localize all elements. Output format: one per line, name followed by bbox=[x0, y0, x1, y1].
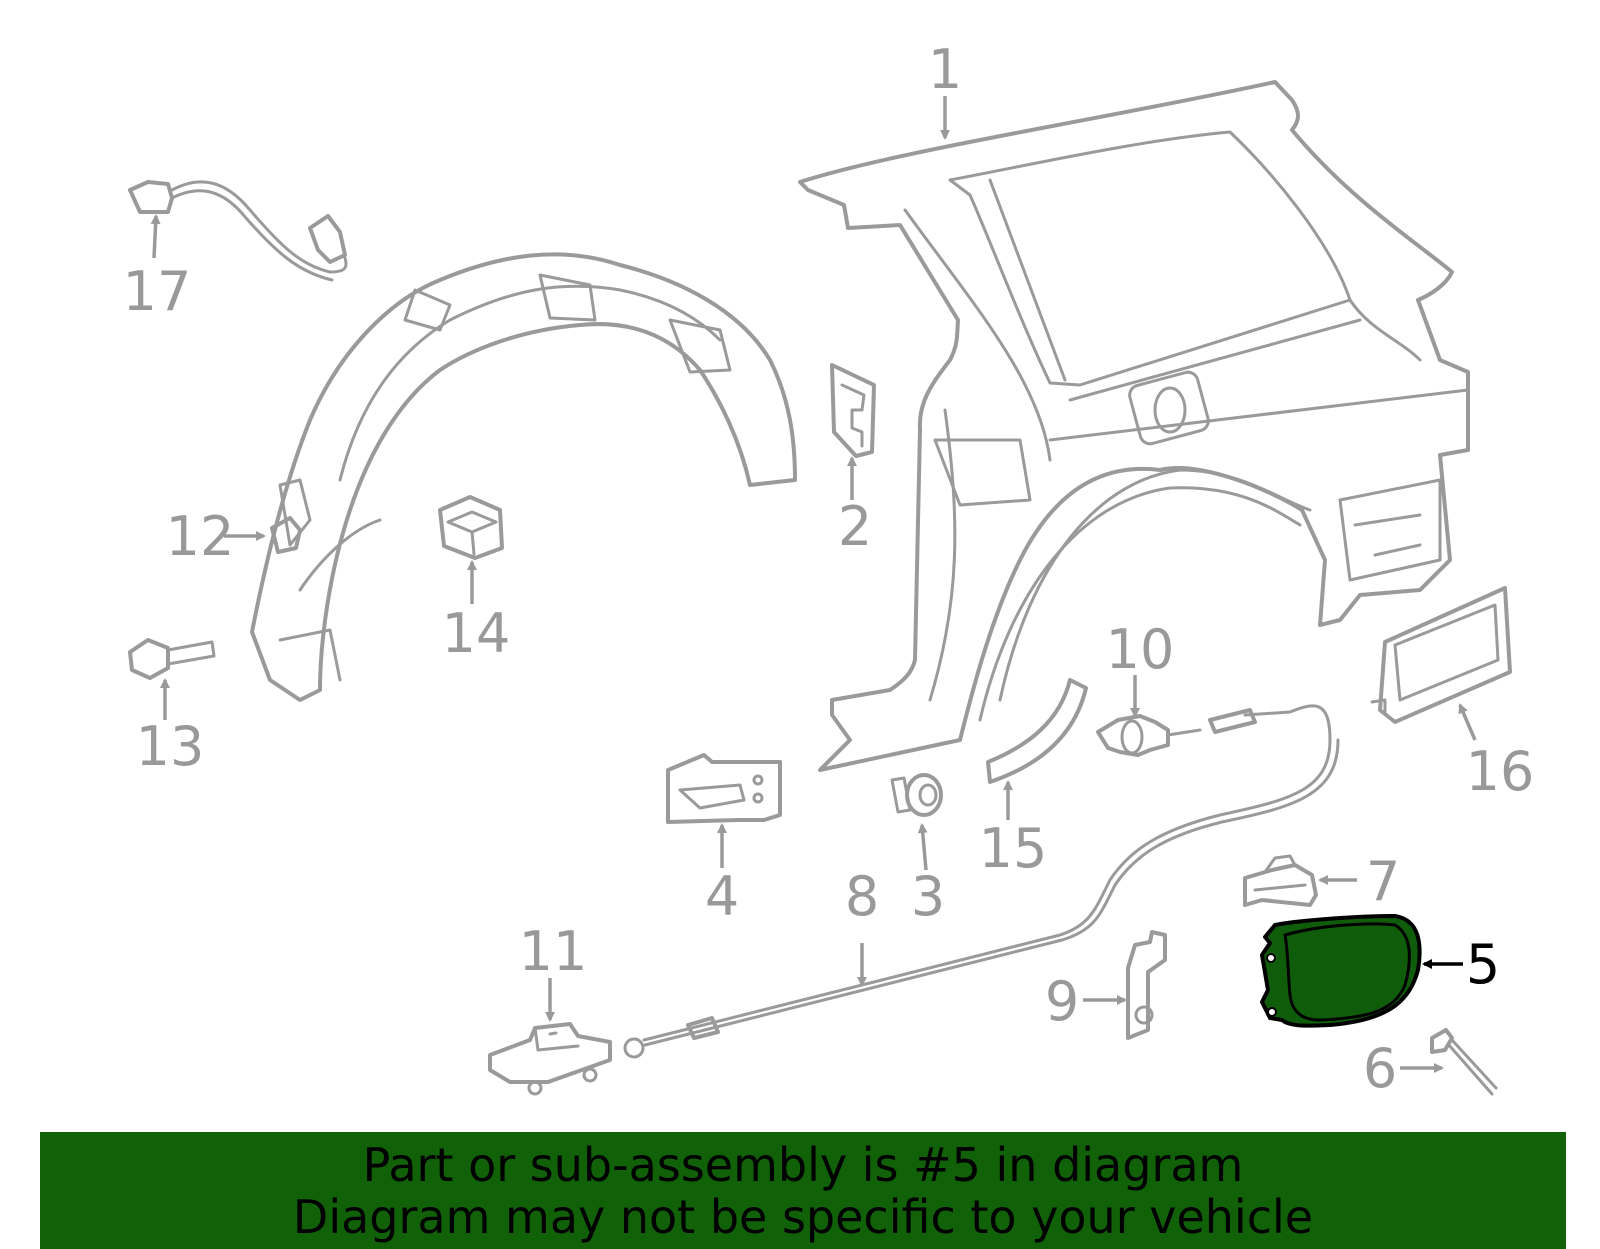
fuel-door-part-5[interactable] bbox=[1260, 914, 1422, 1028]
fender-liner-part bbox=[250, 252, 797, 702]
grommet-part-3 bbox=[890, 773, 943, 817]
hinge-bracket-part-4 bbox=[666, 753, 782, 824]
callout-17: 17 bbox=[123, 260, 192, 323]
banner-line-1: Part or sub-assembly is #5 in diagram bbox=[362, 1137, 1244, 1192]
callout-3: 3 bbox=[911, 865, 945, 928]
callout-8: 8 bbox=[845, 865, 879, 928]
callout-arrow-16 bbox=[1458, 703, 1477, 741]
screw-part-13 bbox=[128, 638, 216, 680]
callout-arrow-17 bbox=[150, 214, 161, 259]
callout-11: 11 bbox=[519, 920, 588, 983]
banner-line-2: Diagram may not be specific to your vehi… bbox=[292, 1189, 1314, 1244]
callout-arrow-3 bbox=[917, 823, 928, 871]
callout-12: 12 bbox=[166, 505, 235, 568]
callout-15: 15 bbox=[979, 817, 1048, 880]
callout-6: 6 bbox=[1363, 1037, 1397, 1100]
callout-2: 2 bbox=[838, 495, 872, 558]
clip-part-7 bbox=[1243, 854, 1318, 907]
callout-14: 14 bbox=[442, 602, 511, 665]
opener-part-11 bbox=[488, 1022, 612, 1096]
cap-part-14 bbox=[438, 495, 504, 560]
wire-harness-part-17 bbox=[128, 180, 348, 282]
callout-9: 9 bbox=[1045, 970, 1079, 1033]
callout-7: 7 bbox=[1366, 850, 1400, 913]
bracket-part-9 bbox=[1126, 930, 1167, 1040]
actuator-part-10 bbox=[1096, 714, 1202, 757]
callout-5: 5 bbox=[1466, 933, 1500, 996]
release-cable-part-8 bbox=[623, 704, 1340, 1059]
rivet-part-6 bbox=[1430, 1028, 1498, 1096]
clip-part-12 bbox=[270, 516, 302, 554]
moulding-part-15 bbox=[986, 678, 1088, 784]
filler-housing-part-16 bbox=[1370, 586, 1512, 724]
info-banner: Part or sub-assembly is #5 in diagram Di… bbox=[40, 1132, 1566, 1249]
callout-1: 1 bbox=[928, 38, 962, 101]
callout-13: 13 bbox=[136, 715, 205, 778]
callout-16: 16 bbox=[1466, 740, 1535, 803]
quarter-panel-part bbox=[798, 80, 1470, 772]
callout-10: 10 bbox=[1106, 618, 1175, 681]
bracket-part-2 bbox=[830, 363, 876, 458]
callout-4: 4 bbox=[705, 865, 739, 928]
